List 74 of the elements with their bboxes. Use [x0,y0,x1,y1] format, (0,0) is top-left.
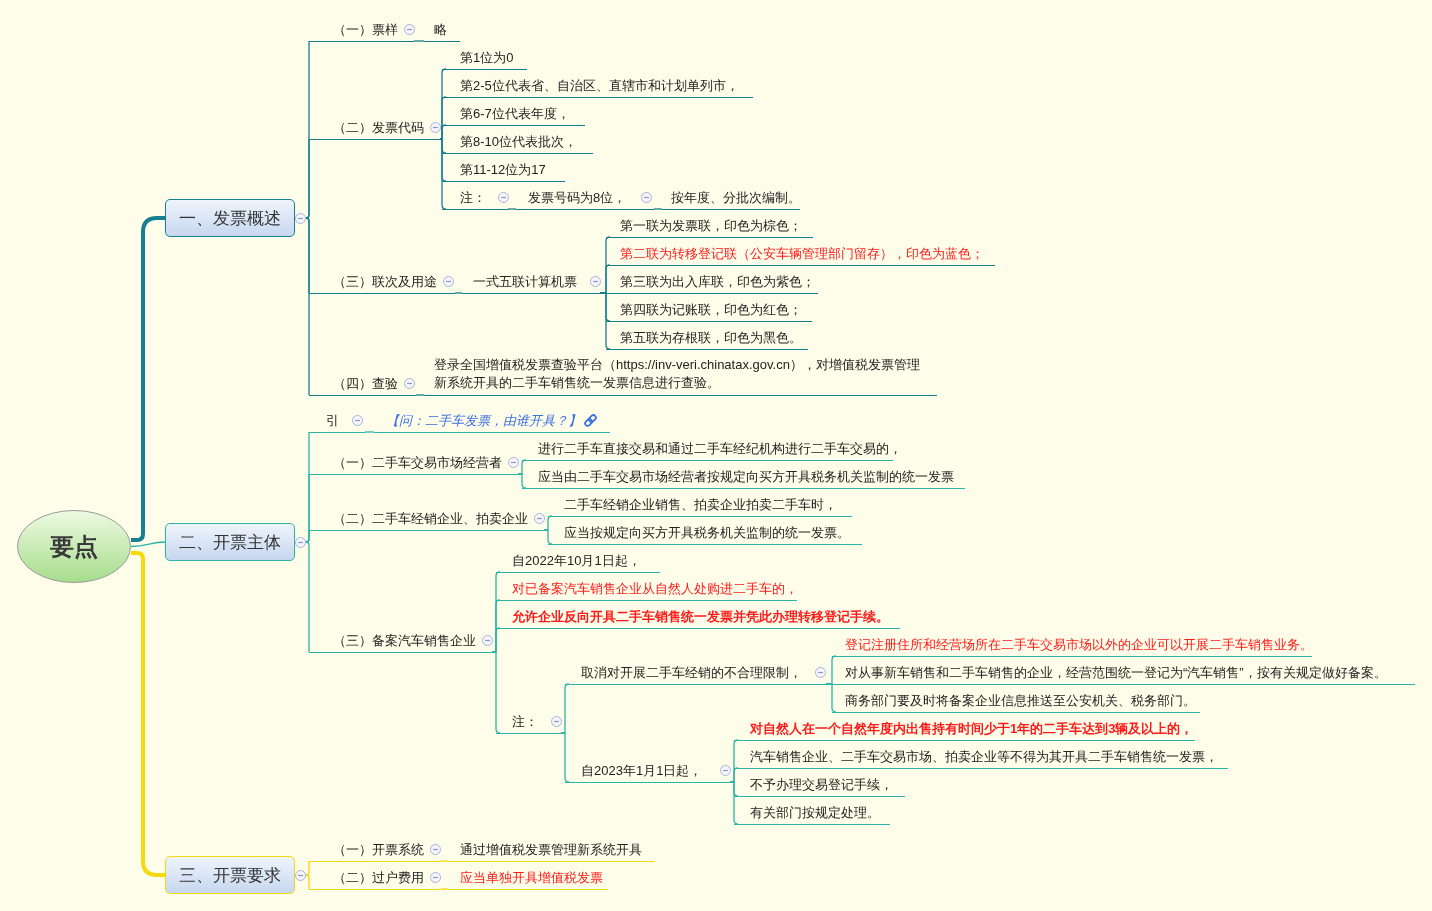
branch-label: 一、发票概述 [179,207,281,230]
topic-label: 第四联为记账联，印色为红色； [620,301,802,319]
connector-line [491,651,501,734]
topic-label: 第11-12位为17 [460,161,546,179]
connector-line [653,208,663,210]
connector-line [439,138,447,210]
topic-label: 发票号码为8位， [528,189,627,207]
topic-label: （三）备案汽车销售企业 [333,632,476,650]
topic-label: 允许企业反向开具二手车销售统一发票并凭此办理转移登记手续。 [512,608,889,626]
connector-line [454,292,463,294]
topic-label: （二）二手车经销企业、拍卖企业 [333,510,528,528]
connector-line [543,529,553,545]
topic-label: 登录全国增值税发票查验平台（https://inv-veri.chinatax.gov.cn），对增值税发票管理新系统开具的二手车销售统一发票信息进行查验。 [434,356,921,392]
topic-label: 对从事新车销售和二手车销售的企业，经营范围统一登记为“汽车销售”，按有关规定做好备案。 [845,664,1387,682]
topic-label: 第6-7位代表年度， [460,105,570,123]
connector-line [825,683,837,713]
connector-line [439,124,447,140]
topic-label: 自2023年1月1日起， [581,762,703,780]
topic-label: 引 [326,412,339,430]
connector-line [305,217,310,396]
topic-label: 取消对开展二手车经销的不合理限制， [581,664,802,682]
topic-label: 注： [460,189,486,207]
topic-label: 进行二手车直接交易和通过二手车经纪机构进行二手车交易的， [538,440,902,458]
connector-line [729,781,739,825]
topic-label: 按年度、分批次编制。 [671,189,801,207]
topic-label: 一式五联计算机票 [473,273,577,291]
connector-line [305,529,310,543]
connector-line [305,874,310,890]
topic-label: （一）开票系统 [333,841,424,859]
connector-line [130,541,166,548]
topic-label: 第三联为出入库联，印色为紫色； [620,273,815,291]
topic-label: （一）票样 [333,21,398,39]
branch-label: 三、开票要求 [179,864,281,887]
connector-line [440,888,449,890]
topic-label: 应当按规定向买方开具税务机关监制的统一发票。 [564,524,850,542]
topic-label: 二手车经销企业销售、拍卖企业拍卖二手车时， [564,496,837,514]
topic-label: 第一联为发票联，印色为棕色； [620,217,802,235]
topic-label: 【问：二手车发票，由谁开具？】 [386,412,581,430]
topic-label: 第8-10位代表批次， [460,133,578,151]
connector-line [415,394,425,396]
connector-line [305,541,310,653]
topic-label: 自2022年10月1日起， [512,552,641,570]
topic-label: 不予办理交易登记手续， [750,776,893,794]
topic-label: （四）查验 [333,375,398,393]
connector-line [305,860,310,876]
connector-line [517,473,527,489]
connector-line [364,431,375,433]
branch-label: 二、开票主体 [179,531,281,554]
topic-label: 商务部门要及时将备案企业信息推送至公安机关、税务部门。 [845,692,1196,710]
topic-label: 应当由二手车交易市场经营者按规定向买方开具税务机关监制的统一发票 [538,468,954,486]
topic-label: （一）二手车交易市场经营者 [333,454,502,472]
topic-label: 第2-5位代表省、自治区、直辖市和计划单列市， [460,77,739,95]
topic-label: 汽车销售企业、二手车交易市场、拍卖企业等不得为其开具二手车销售统一发票， [750,748,1218,766]
topic-label: 登记注册住所和经营场所在二手车交易市场以外的企业可以开展二手车销售业务。 [845,636,1313,654]
connector-line [507,208,517,210]
topic-label: 注： [512,713,538,731]
topic-label: （二）发票代码 [333,119,424,137]
topic-label: 通过增值税发票管理新系统开具 [460,841,642,859]
topic-label: 第五联为存根联，印色为黑色。 [620,329,802,347]
topic-label: 略 [434,21,447,39]
connector-line [413,40,425,42]
topic-label: 第二联为转移登记联（公安车辆管理部门留存），印色为蓝色； [620,245,984,263]
connector-line [305,138,310,219]
topic-label: 对自然人在一个自然年度内出售持有时间少于1年的二手车达到3辆及以上的， [750,720,1194,738]
topic-label: 对已备案汽车销售企业从自然人处购进二手车的， [512,580,798,598]
topic-label: （二）过户费用 [333,869,424,887]
connector-line [440,860,449,862]
topic-label: （三）联次及用途 [333,273,437,291]
topic-label: 有关部门按规定处理。 [750,804,880,822]
central-topic-label: 要点 [49,531,99,562]
topic-label: 应当单独开具增值税发票 [460,869,603,887]
connector-line [599,292,611,350]
connector-line [560,732,570,783]
topic-label: 第1位为0 [460,49,514,67]
